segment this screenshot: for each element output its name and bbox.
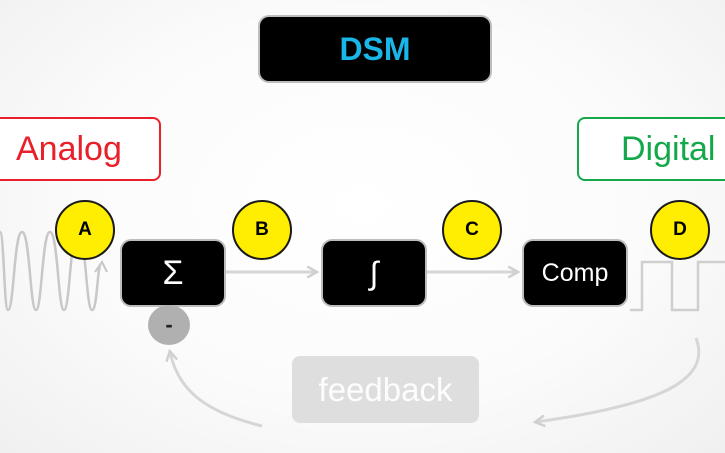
node-d-label: D [673, 219, 687, 240]
summer-symbol: Σ [162, 253, 184, 292]
node-a-label: A [78, 219, 92, 240]
node-c-label: C [465, 219, 479, 240]
comparator-label: Comp [541, 258, 609, 287]
digital-square-wave [630, 260, 725, 312]
title-text: DSM [339, 30, 411, 67]
input-arrowhead [94, 260, 108, 273]
node-b-label: B [255, 219, 269, 240]
minus-sign: - [165, 312, 173, 337]
title-box: DSM [260, 17, 490, 81]
node-d: D [650, 200, 710, 260]
node-c: C [442, 200, 502, 260]
integrator-symbol: ∫ [369, 254, 379, 291]
digital-label-box: Digital [577, 117, 725, 181]
digital-label: Digital [621, 129, 716, 168]
comparator-block: Comp [524, 241, 626, 305]
feedback-arc-right [536, 337, 701, 422]
analog-label-box: Analog [0, 117, 161, 181]
node-a: A [55, 200, 115, 260]
analog-label: Analog [16, 129, 122, 168]
feedback-arc-left [170, 352, 263, 428]
feedback-box: feedback [292, 356, 479, 423]
summer-block: Σ [122, 241, 224, 305]
minus-sign-circle: - [148, 305, 190, 345]
integrator-block: ∫ [323, 241, 425, 305]
feedback-label: feedback [318, 370, 453, 408]
analog-sine-wave [0, 230, 102, 312]
node-b: B [232, 200, 292, 260]
